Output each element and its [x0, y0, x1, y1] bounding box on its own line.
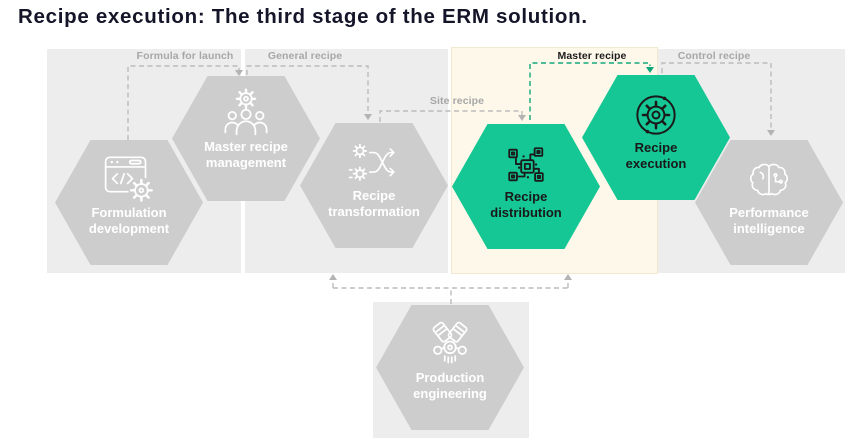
flow-label-control-recipe: Control recipe	[677, 50, 751, 62]
team-gear-icon	[224, 88, 268, 136]
arrowhead-master-recipe	[646, 67, 654, 73]
connector-site-recipe	[379, 110, 523, 122]
flow-label-general-recipe: General recipe	[267, 50, 343, 62]
code-window-icon	[104, 156, 155, 204]
stage-hex-formulation-development: Formulation development	[55, 140, 203, 265]
arrowhead-control-recipe	[767, 130, 775, 136]
connector-control-recipe	[661, 62, 772, 130]
page-title: Recipe execution: The third stage of the…	[18, 5, 588, 28]
stage-label: Performance intelligence	[729, 205, 809, 237]
engine-icon	[432, 321, 468, 364]
connector-formula-for-launch	[127, 65, 240, 140]
stage-hex-recipe-distribution: Recipe distribution	[452, 124, 600, 249]
stage-label: Recipe execution	[625, 140, 687, 172]
stage-label: Recipe distribution	[490, 189, 562, 221]
arrowhead-production-right	[564, 274, 572, 280]
flow-label-site-recipe: Site recipe	[429, 95, 485, 107]
connector-general-recipe	[246, 65, 369, 114]
brain-icon	[749, 163, 789, 196]
stage-label: Recipe transformation	[328, 188, 420, 220]
arrowhead-formula-for-launch	[235, 70, 243, 76]
arrowhead-production-left	[329, 274, 337, 280]
gear-circle-icon	[636, 95, 676, 135]
flow-label-master-recipe: Master recipe	[557, 50, 627, 62]
connector-production-feedback	[332, 280, 569, 304]
flow-label-formula-for-launch: Formula for launch	[136, 50, 234, 62]
stage-label: Formulation development	[88, 205, 170, 237]
arrowhead-site-recipe	[518, 115, 526, 121]
network-chip-icon	[508, 147, 544, 182]
connector-master-recipe	[529, 62, 651, 120]
gears-shuffle-icon	[348, 143, 395, 181]
stage-hex-production-engineering: Production engineering	[376, 305, 524, 430]
stage-hex-master-recipe-management: Master recipe management	[172, 76, 320, 201]
stage-hex-recipe-transformation: Recipe transformation	[300, 123, 448, 248]
stage-hex-recipe-execution: Recipe execution	[582, 75, 730, 200]
stage-label: Production engineering	[413, 370, 487, 402]
stage-label: Master recipe management	[204, 139, 288, 171]
arrowhead-general-recipe	[364, 114, 372, 120]
stage-hex-performance-intelligence: Performance intelligence	[695, 140, 843, 265]
